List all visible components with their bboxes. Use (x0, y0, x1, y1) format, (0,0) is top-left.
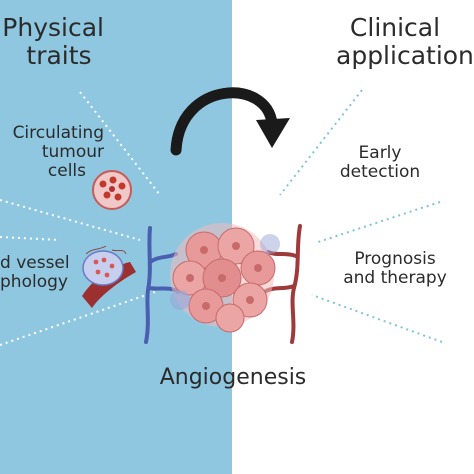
tumour-mass-icon (170, 223, 280, 333)
right-leader-lines (279, 89, 443, 343)
leader-line-therapy (311, 294, 443, 343)
blood-vessel-icon (82, 245, 136, 308)
left-leader-lines (0, 91, 161, 346)
heading-line: Clinical (349, 13, 441, 42)
early-detection-label: Early detection (330, 143, 430, 183)
label-line: and therapy (343, 268, 447, 289)
label-line: d vessel (0, 253, 70, 273)
leader-line-vessel (0, 291, 156, 346)
angiogenesis-label: Angiogenesis (159, 365, 307, 390)
clinical-applications-heading: Clinical applications (322, 14, 474, 70)
physical-traits-heading: Physical traits (0, 14, 104, 70)
label-line: detection (339, 162, 421, 183)
leader-line-cells-mid (0, 236, 61, 241)
heading-line: traits (26, 41, 92, 70)
label-line: phology (0, 272, 68, 293)
leader-line-applications (279, 89, 363, 196)
blood-vessel-morphology-label: d vessel phology (0, 253, 72, 293)
prognosis-therapy-label: Prognosis and therapy (332, 249, 458, 289)
leader-line-cells-top (0, 199, 141, 241)
label-line: Prognosis (354, 249, 436, 269)
label-line: cells (47, 161, 86, 182)
label-line: Early (358, 143, 402, 163)
heading-line: applications (336, 41, 474, 70)
label-line: Circulating (12, 123, 104, 143)
circulating-tumour-cells-label: Circulating tumour cells (0, 123, 104, 182)
curved-arrow-icon (170, 87, 290, 156)
label-line: tumour (41, 142, 104, 163)
leader-line-detection (314, 201, 441, 244)
circulating-tumour-cell-icon (92, 170, 132, 210)
leader-line-traits (79, 91, 161, 196)
heading-line: Physical (2, 13, 104, 42)
